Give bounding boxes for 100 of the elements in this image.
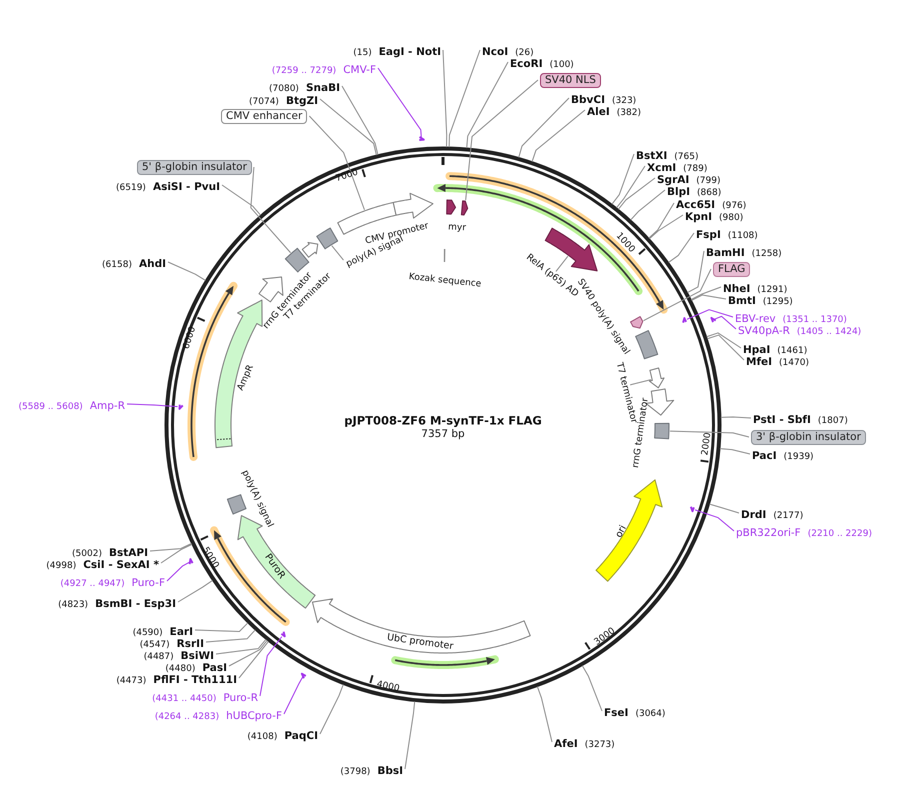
scale-label: 4000 [376, 680, 400, 694]
restriction-site-label: (7080) SnaBI [269, 80, 340, 92]
feature-block [300, 241, 320, 259]
feature-label: Kozak sequence [408, 272, 482, 290]
feature-tag: FLAG [713, 262, 750, 276]
leader-line [465, 80, 538, 201]
leader-line [616, 166, 646, 208]
leader-line [250, 166, 292, 254]
plasmid-length: 7357 bp [421, 428, 465, 440]
leader-line [238, 640, 269, 678]
leader-line [331, 245, 344, 261]
leader-line [448, 50, 480, 148]
leader-line [555, 256, 568, 272]
restriction-site-label: FseI (3064) [604, 705, 666, 717]
restriction-site-label: BbvCI (323) [571, 92, 636, 104]
restriction-site-label: XcmI (789) [647, 160, 708, 172]
leader-line [206, 629, 256, 642]
leader-line [714, 316, 736, 330]
restriction-site-label: PstI - SbfI (1807) [753, 412, 848, 424]
feature-block [315, 226, 340, 251]
primer-label: (4431 .. 4450) Puro-R [152, 690, 258, 702]
leader-line [611, 154, 634, 205]
primer-label: (4264 .. 4283) hUBCpro-F [154, 708, 282, 720]
leader-line [378, 68, 422, 138]
restriction-site-label: MfeI (1470) [746, 354, 809, 366]
leader-line [518, 98, 570, 158]
restriction-site-label: BstXI (765) [636, 148, 698, 160]
feature-tag: 3' β-globin insulator [751, 430, 866, 444]
leader-line [160, 544, 192, 564]
feature-tag: 5' β-globin insulator [137, 160, 252, 174]
restriction-site-label: (5002) BstAPI [72, 545, 148, 557]
leader-line [536, 686, 552, 742]
feature-bar [442, 247, 447, 264]
leader-line [178, 580, 214, 602]
restriction-site-label: (6519) AsiSI - PvuI [116, 179, 220, 191]
restriction-site-label: Acc65I (976) [676, 197, 746, 209]
primer-label: (4927 .. 4947) Puro-F [60, 575, 165, 587]
leader-line [342, 86, 378, 156]
feature-tag: SV40 NLS [540, 72, 601, 88]
restriction-site-label: (4108) PaqCI [247, 728, 318, 740]
feature-block [634, 329, 660, 361]
leader-line [694, 509, 734, 532]
feature-block [629, 315, 645, 330]
leader-line [168, 262, 206, 281]
leader-line [720, 448, 750, 454]
leader-line [216, 638, 266, 654]
leader-line [442, 50, 448, 148]
plasmid-name: pJPT008-ZF6 M-synTF-1x FLAG [344, 414, 542, 428]
leader-line [582, 665, 602, 712]
feature-label: myr [448, 222, 466, 234]
leader-line [669, 430, 750, 438]
feature-block [391, 191, 435, 220]
leader-line [320, 98, 377, 156]
primer-label: (5589 .. 5608) Amp-R [18, 398, 125, 410]
leader-line [308, 116, 365, 210]
scale-label: 6000 [182, 326, 198, 350]
leader-line [284, 676, 304, 714]
leader-line [532, 110, 586, 162]
leader-line [194, 622, 248, 632]
leader-line [466, 62, 508, 148]
leader-line [706, 334, 744, 360]
restriction-site-label: BamHI (1258) [706, 245, 782, 257]
leader-line [320, 684, 344, 734]
primer-label: EBV-rev (1351 .. 1370) [735, 311, 847, 323]
feature-block [594, 478, 664, 583]
primer-label: (7259 .. 7279) CMV-F [272, 62, 376, 74]
leader-line [166, 562, 190, 582]
leader-line [686, 309, 734, 320]
restriction-site-label: (4547) RsrII [140, 636, 204, 648]
restriction-site-label: (3798) BbsI [340, 763, 403, 775]
leader-line [228, 640, 268, 666]
leader-line [706, 332, 742, 348]
leader-line [642, 268, 712, 322]
primer-label: SV40pA-R (1405 .. 1424) [738, 323, 862, 335]
restriction-site-label: (4487) BsiWI [144, 648, 214, 660]
feature-block [283, 246, 311, 274]
leader-line [630, 190, 666, 220]
restriction-site-label: KpnI (980) [685, 209, 744, 221]
feature-block [213, 298, 264, 450]
leader-line [668, 232, 694, 263]
feature-block [310, 597, 532, 655]
leader-line [630, 379, 652, 386]
restriction-site-label: NheI (1291) [723, 281, 788, 293]
leader-line [720, 416, 752, 418]
feature-block [459, 199, 470, 217]
feature-block [445, 198, 458, 216]
restriction-site-label: (4480) PasI [165, 660, 227, 672]
restriction-site-label: (6158) AhdI [102, 256, 166, 268]
scale-label: 2000 [700, 432, 714, 456]
restriction-site-label: AfeI (3273) [554, 736, 615, 748]
leader-line [691, 294, 726, 301]
feature-label: ori [614, 524, 630, 540]
leader-line [260, 636, 282, 696]
restriction-site-label: SgrAI (799) [657, 172, 720, 184]
primer-label: pBR322ori-F (2210 .. 2229) [736, 525, 872, 537]
leader-line [690, 286, 722, 300]
restriction-site-label: AleI (382) [587, 104, 641, 116]
scale-label: 7000 [334, 168, 360, 184]
restriction-site-label: PacI (1939) [752, 448, 814, 460]
restriction-site-label: (4590) EarI [132, 624, 193, 636]
